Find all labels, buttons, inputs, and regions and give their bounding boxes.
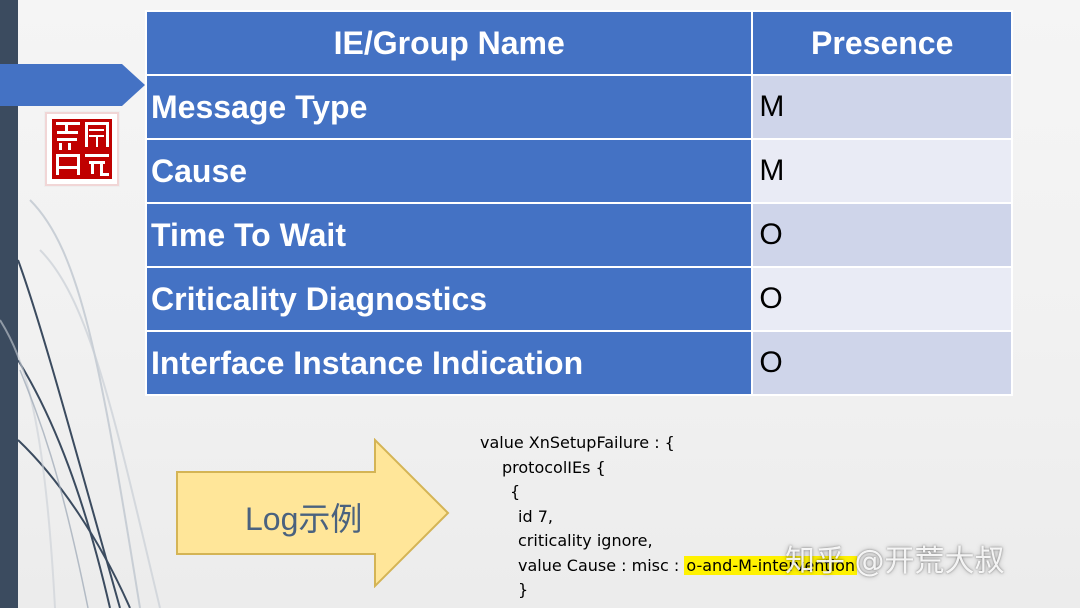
code-line: protocolIEs { (502, 457, 606, 477)
table-header-row: IE/Group Name Presence (144, 10, 1013, 76)
decorative-curves (0, 199, 161, 608)
ie-name-cell: Message Type (144, 74, 754, 140)
blue-pointer-shape (0, 64, 145, 106)
table-row: Interface Instance Indication O (144, 330, 1013, 396)
ie-name-cell: Interface Instance Indication (144, 330, 754, 396)
code-line: value XnSetupFailure : { (480, 433, 675, 452)
log-example-label: Log示例 (245, 501, 363, 537)
table-row: Cause M (144, 138, 1013, 204)
code-line-with-highlight: value Cause : misc : o-and-M-interventio… (480, 554, 1080, 579)
ie-table: IE/Group Name Presence Message Type M Ca… (144, 10, 1013, 396)
code-line: } (518, 580, 529, 599)
code-line: criticality ignore, (518, 531, 653, 550)
seal-logo (45, 112, 119, 186)
highlighted-value: o-and-M-intervention (684, 555, 858, 575)
presence-cell: M (751, 74, 1013, 140)
presence-cell: O (751, 266, 1013, 332)
ie-name-cell: Time To Wait (144, 202, 754, 268)
header-ie-group-name: IE/Group Name (144, 10, 754, 76)
ie-name-cell: Cause (144, 138, 754, 204)
left-decorative-strip (0, 0, 18, 608)
table-row: Message Type M (144, 74, 1013, 140)
table-row: Time To Wait O (144, 202, 1013, 268)
table-row: Criticality Diagnostics O (144, 266, 1013, 332)
log-arrow-icon (176, 438, 450, 588)
log-code-block: value XnSetupFailure : { protocolIEs { {… (480, 431, 1080, 608)
header-presence: Presence (751, 10, 1013, 76)
code-line-prefix: value Cause : misc : (518, 555, 685, 575)
presence-cell: O (751, 202, 1013, 268)
code-line: { (510, 482, 521, 501)
seal-mark (49, 116, 115, 182)
code-line: id 7, (518, 506, 553, 526)
presence-cell: O (751, 330, 1013, 396)
ie-name-cell: Criticality Diagnostics (144, 266, 754, 332)
presence-cell: M (751, 138, 1013, 204)
